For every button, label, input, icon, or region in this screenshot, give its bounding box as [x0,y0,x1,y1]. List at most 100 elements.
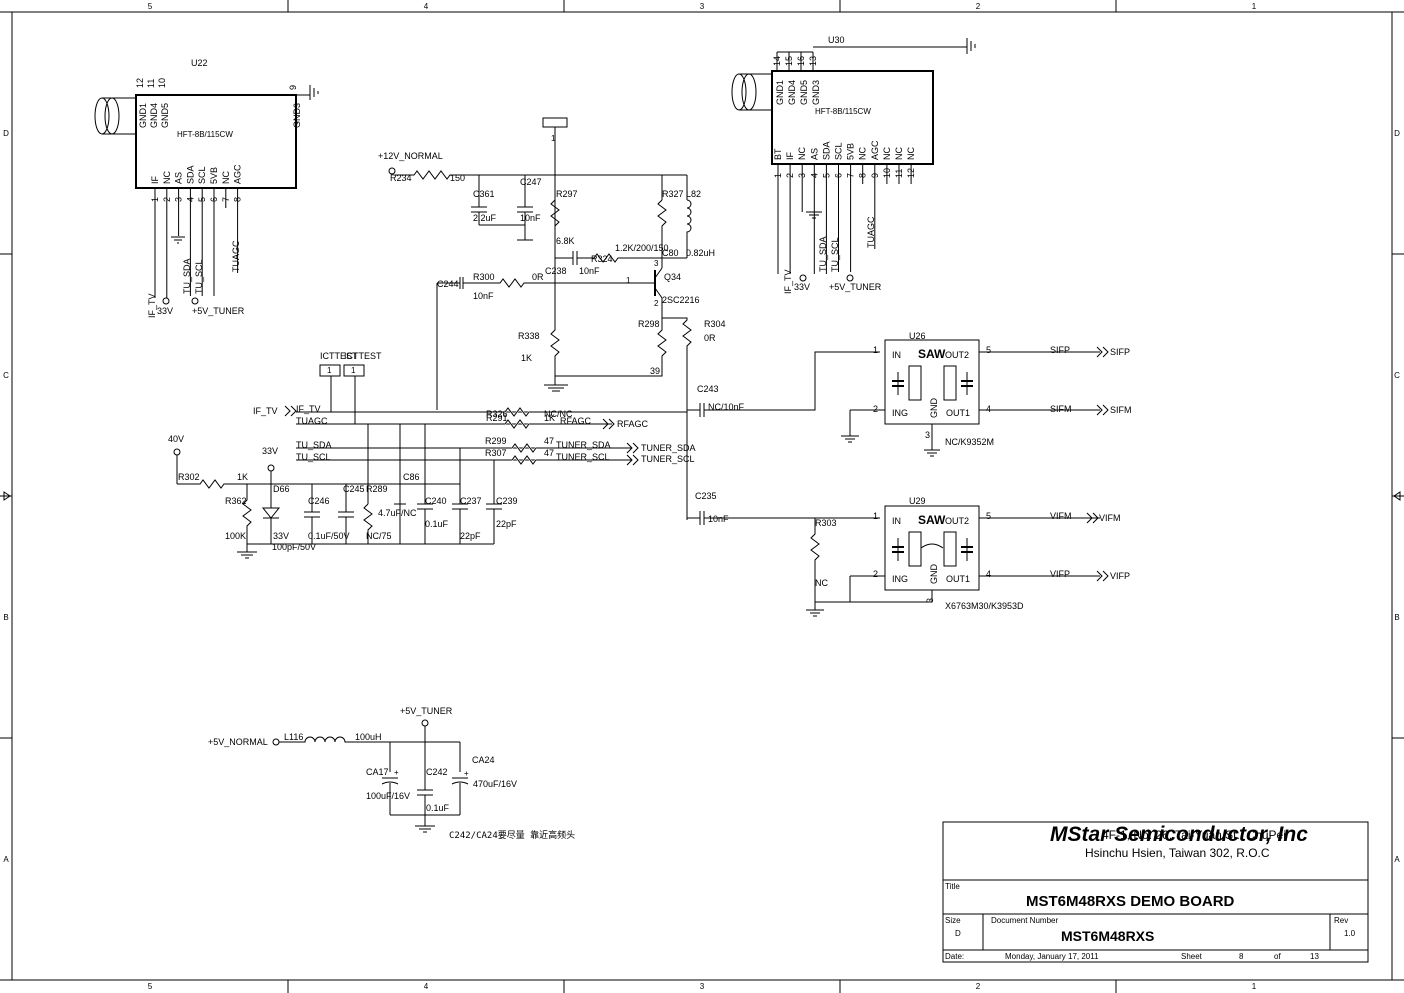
net-label: IF_TV [296,404,321,414]
ref-label: L116 [284,732,303,742]
net-label: RFAGC [617,419,649,429]
net-label: +5V_TUNER [192,306,245,316]
pin-label: SDA [821,141,831,160]
ref-label: R326 [486,409,508,419]
ict-test-points: ICTTEST ICTTEST 1 1 [319,351,382,424]
value-label: 0R [704,333,716,343]
value-label: NC [815,578,828,588]
pin-number: 3 [925,598,935,603]
ref-label: R303 [815,518,837,528]
ground-icon [806,211,822,219]
offpage-connector-icon [626,442,639,454]
value-label: 4.7uF/NC [378,508,417,518]
offpage-connector-icon [602,418,615,430]
pin-label: GND1 [775,80,785,105]
pin-label: GND5 [799,80,809,105]
power-port-icon [267,464,275,472]
pin-label: IN [892,516,901,526]
sheet-total: 13 [1310,952,1319,961]
offpage-connector-icon [284,405,297,417]
rf-connector-icon [94,97,136,135]
company-address-line1: 4F-1, No. 26, Tai-Yuan St., ChuPei [1102,828,1286,842]
ground-icon [171,236,185,244]
pin-number: 2 [654,299,659,308]
value-label: 10nF [473,291,494,301]
offpage-connector-icon [1096,570,1109,582]
port-label: VIFP [1110,571,1130,581]
pin-label: SCL [834,142,844,160]
value-label: 100uF/16V [366,791,410,801]
pin-number: 1 [351,366,356,375]
pin-label: GND1 [138,103,148,128]
net-label: 33V [262,446,278,456]
ref-label: R327 [662,189,684,199]
net-label: 40V [168,434,184,444]
pin-label: 5VB [209,167,219,184]
row-label: B [3,613,8,622]
col-label: 3 [700,982,705,991]
title-caption: Title [945,882,960,891]
net-label: TUAGC [296,416,328,426]
polarity-label: + [464,769,469,778]
offpage-connector-icon [1096,404,1109,416]
power-port-icon [272,738,280,746]
ref-label: R324 [591,254,613,264]
power-net: +5V_NORMAL [208,737,268,747]
net-label: TUNER_SDA [556,440,611,450]
power-port-icon [799,274,807,282]
ref-label: C246 [308,496,330,506]
zener-diode-icon [261,484,281,544]
power-net: +5V_TUNER [400,706,453,716]
value-label: 47 [544,448,554,458]
pin-label: OUT2 [945,350,969,360]
company-address-line2: Hsinchu Hsien, Taiwan 302, R.O.C [1085,846,1270,860]
power-port-icon [421,719,429,727]
net-label: TU_SDA [818,236,828,272]
saw-label: SAW [918,513,946,527]
value-label: NC/75 [366,531,392,541]
date-value: Monday, January 17, 2011 [1005,952,1099,961]
ref-label: C242 [426,767,448,777]
pin-label: NC [882,147,892,160]
rev-caption: Rev [1334,916,1348,925]
inductor-icon [686,199,692,258]
row-label: C [3,371,9,380]
ref-label: R291 [486,413,508,423]
ref-label: C247 [520,177,542,187]
tuner-u30: U30 HFT-8B/115CW GND1 GND4 GND5 GND3 14 … [731,35,976,294]
pin-label: SDA [185,165,195,184]
tuner-u22: U22 HFT-8B/115CW GND1 GND4 GND5 12 11 10… [94,58,319,318]
ref-label: R302 [178,472,200,482]
u22-body [135,94,297,189]
offpage-connector-icon [1096,346,1109,358]
net-label: TU_SDA [296,440,332,450]
signal-bus: IF_TV IF_TV TUAGC R326 R291 NC/NC 1K RFA… [253,404,696,466]
net-label: IF_TV [783,269,793,294]
pin-label: IN [892,350,901,360]
protection-network: 40V 33V R302 1K R362 100K D66 33V C246 0… [168,424,518,559]
pin-number: 12 [135,78,145,88]
net-label: TUNER_SCL [641,454,695,464]
transistor-q34 [555,258,663,318]
net-label: VIFM [1050,511,1072,521]
net-label: +5V_TUNER [829,282,882,292]
u30-part: HFT-8B/115CW [815,107,871,116]
ref-label: R289 [366,484,388,494]
net-label: RFAGC [560,416,592,426]
ref-label: C245 [343,484,365,494]
value-label: 10nF [520,213,541,223]
value-label: 150 [450,173,465,183]
pin-label: OUT2 [945,516,969,526]
pin-label: NC [162,171,172,184]
ref-label: U26 [909,331,926,341]
net-label: SIFP [1050,345,1070,355]
ref-label: ICTTEST [344,351,382,361]
value-label: 1K [521,353,532,363]
value-label: 1K [544,413,555,423]
saw-label: SAW [918,347,946,361]
value-label: 33V [273,531,289,541]
pin-label: GND [929,564,939,585]
date-caption: Date: [945,952,964,961]
